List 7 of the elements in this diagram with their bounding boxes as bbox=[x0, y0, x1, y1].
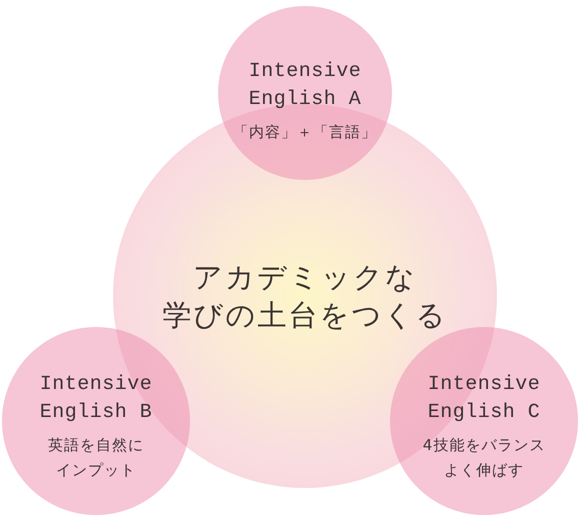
course-description: 「内容」＋「言語」 bbox=[232, 122, 378, 142]
course-description: 4技能をバランスよく伸ばす bbox=[422, 435, 546, 481]
course-title: Intensive English A bbox=[248, 58, 362, 112]
course-title: Intensive English C bbox=[426, 372, 542, 426]
course-description: 英語を自然にインプット bbox=[47, 435, 145, 481]
course-title: Intensive English B bbox=[38, 372, 154, 426]
center-heading: アカデミックな学びの土台をつくる bbox=[162, 259, 448, 334]
